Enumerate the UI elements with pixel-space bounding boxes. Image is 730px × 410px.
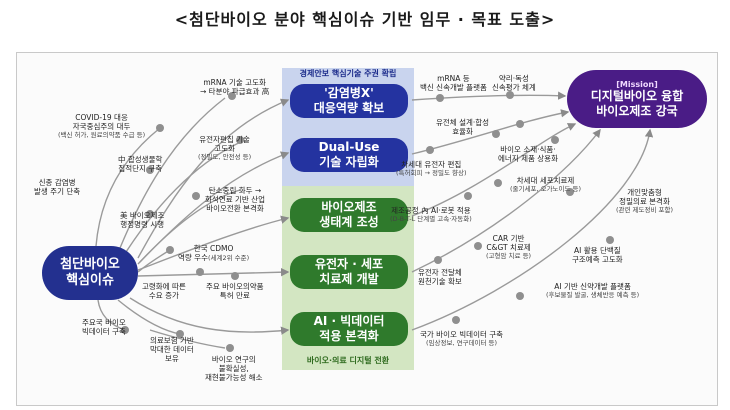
node-dot [434, 256, 442, 264]
connector-path [95, 127, 161, 247]
issue-label: mRNA 기술 고도화→ 타분야 파급효과 高 [200, 78, 270, 96]
goal-label: 바이오 소재·식품·에너지 제품 상용화 [498, 145, 558, 163]
node-dot [196, 268, 204, 276]
node-dot [231, 272, 239, 280]
connector-path [137, 267, 290, 277]
task-line1: AI · 빅데이터 [313, 314, 385, 328]
connector-path [411, 128, 601, 273]
node-dot [121, 326, 129, 334]
node-dot [606, 236, 614, 244]
center-line2: 핵심이슈 [66, 273, 114, 288]
task-line2: 생태계 조성 [319, 215, 379, 229]
band-caption-top: 경제안보 핵심기술 주권 확립 [299, 69, 397, 78]
goal-label: 제조공정 內 AI·로봇 적용(D-B-T-L 단계별 고속·자동화) [390, 206, 472, 223]
task-biomanufacturing: 바이오제조 생태계 조성 [290, 198, 408, 232]
connector-path [411, 128, 654, 331]
connector-path [139, 189, 241, 263]
connector-path [119, 97, 226, 249]
node-dot [516, 120, 524, 128]
mission-node: [Mission] 디지털바이오 융합 바이오제조 강국 [567, 70, 707, 128]
task-line2: 치료제 개발 [319, 272, 379, 286]
task-line2: 대응역량 확보 [313, 101, 385, 115]
task-infectious-x: '감염병X' 대응역량 확보 [290, 84, 408, 118]
task-line2: 적용 본격화 [319, 329, 379, 343]
connector-path [137, 249, 171, 273]
node-dot [551, 136, 559, 144]
connector-path [117, 299, 181, 335]
node-dot [516, 292, 524, 300]
connector-path [137, 98, 290, 259]
node-dot [226, 344, 234, 352]
node-dot [474, 242, 482, 250]
connector-path [137, 215, 290, 271]
band-caption-bottom: 바이오·의료 디지털 전환 [306, 356, 390, 365]
connector-path [411, 123, 577, 217]
task-ai-bigdata: AI · 빅데이터 적용 본격화 [290, 312, 408, 346]
node-dot [146, 210, 154, 218]
node-dot [436, 94, 444, 102]
node-dot [452, 316, 460, 324]
node-dot [464, 192, 472, 200]
goal-label: 차세대 유전자 편집(특허회피 → 정밀도 향상) [396, 160, 467, 177]
node-dot [236, 136, 244, 144]
connector-path [125, 139, 246, 253]
task-line1: 유전자 · 세포 [314, 257, 384, 271]
mission-tag: [Mission] [616, 79, 658, 89]
node-dot [494, 179, 502, 187]
center-line1: 첨단바이오 [60, 257, 120, 272]
connector-path [129, 297, 290, 335]
core-issues-node: 첨단바이오 핵심이슈 [42, 246, 138, 300]
task-line1: 바이오제조 [321, 200, 377, 214]
connector-path [411, 91, 567, 101]
task-line1: Dual-Use [318, 140, 380, 154]
node-dot [506, 91, 514, 99]
task-line1: '감염병X' [324, 86, 374, 100]
goal-label: 국가 바이오 빅데이터 구축(임상정보, 연구데이터 등) [420, 330, 504, 347]
node-dot [176, 330, 184, 338]
task-gene-cell-therapy: 유전자 · 세포 치료제 개발 [290, 255, 408, 289]
mission-line1: 디지털바이오 융합 [590, 88, 684, 103]
node-dot [228, 92, 236, 100]
mission-line2: 바이오제조 강국 [596, 103, 678, 118]
goal-label: AI 기반 신약개발 플랫폼(후보물질 발굴, 생체반응 예측 등) [546, 282, 640, 299]
goal-label: 차세대 세포치료제(줄기세포, 오가노이드 등) [510, 176, 582, 193]
node-dot [156, 124, 164, 132]
task-line2: 기술 자립화 [319, 155, 379, 169]
node-dot [166, 246, 174, 254]
connector-path [149, 329, 226, 349]
node-dot [566, 188, 574, 196]
node-dot [192, 192, 200, 200]
task-dual-use: Dual-Use 기술 자립화 [290, 138, 408, 172]
node-dot [146, 166, 154, 174]
node-dot [426, 146, 434, 154]
page-title: <첨단바이오 분야 핵심이슈 기반 임무 · 목표 도출> [174, 10, 556, 29]
node-dot [492, 130, 500, 138]
